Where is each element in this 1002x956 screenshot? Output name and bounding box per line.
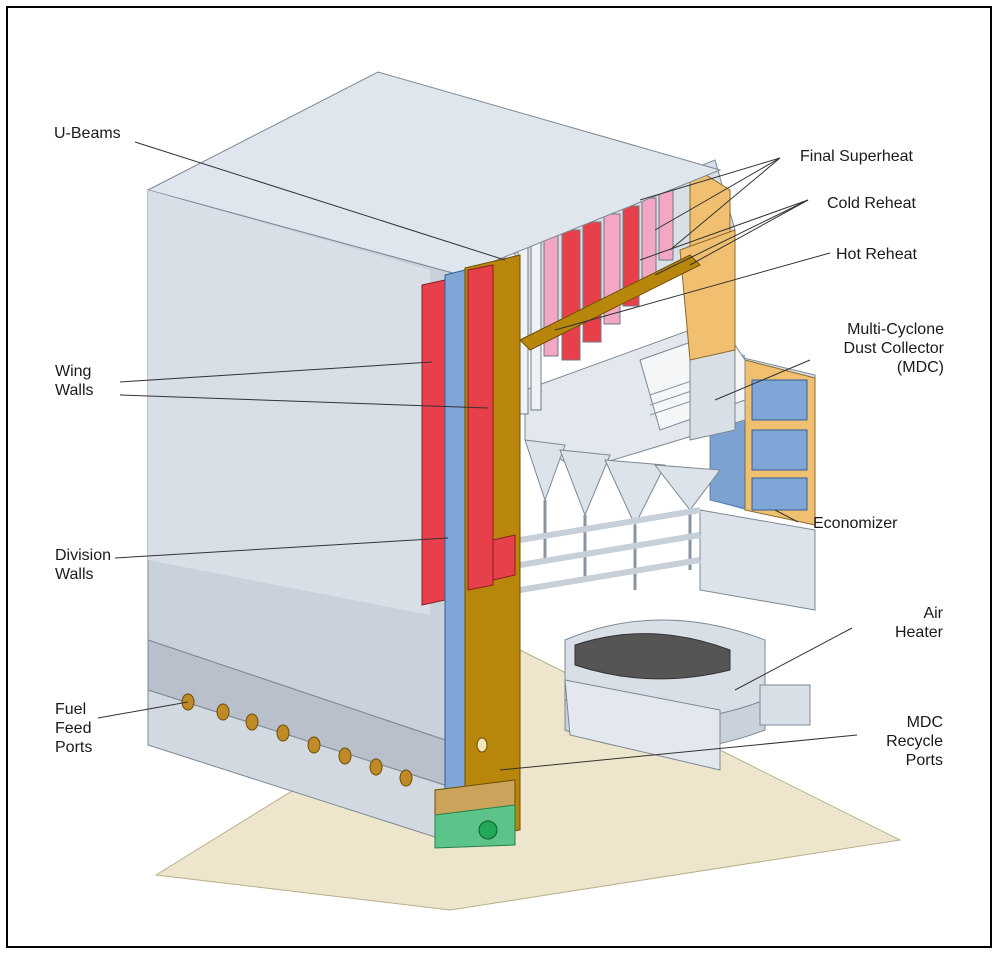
air-heater xyxy=(564,619,811,771)
label-mdc: Multi-Cyclone Dust Collector (MDC) xyxy=(843,321,944,376)
label-cold-reheat: Cold Reheat xyxy=(827,195,916,212)
fuel-feed-ports xyxy=(181,693,413,787)
label-u-beams: U-Beams xyxy=(54,125,121,142)
label-economizer: Economizer xyxy=(813,515,898,532)
leader-lines xyxy=(97,141,858,771)
label-mdc-recycle-ports: MDC Recycle Ports xyxy=(886,714,943,769)
label-final-superheat: Final Superheat xyxy=(800,148,913,165)
label-hot-reheat: Hot Reheat xyxy=(836,246,917,263)
label-division-walls: Division Walls xyxy=(55,547,112,583)
label-fuel-feed-ports: Fuel Feed Ports xyxy=(55,701,93,756)
label-air-heater: Air Heater xyxy=(894,605,943,641)
furnace-shell xyxy=(146,71,722,846)
label-wing-walls: Wing Walls xyxy=(55,363,94,399)
furnace-cutaway xyxy=(421,254,521,849)
